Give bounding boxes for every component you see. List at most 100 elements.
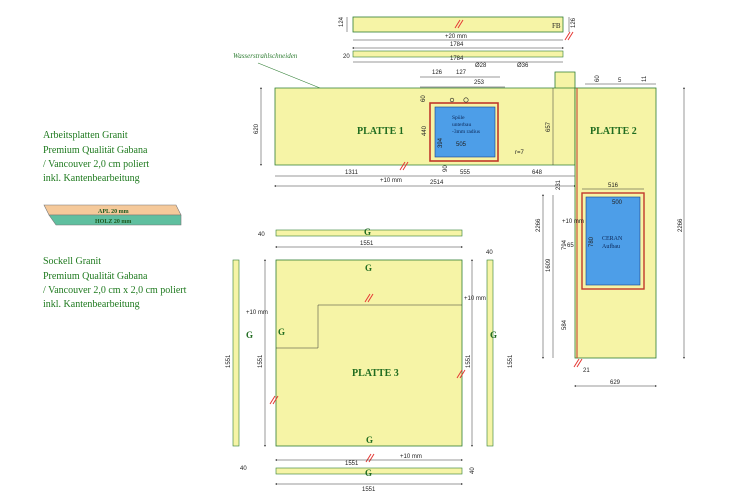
plinth-top bbox=[275, 229, 463, 237]
fb-plus20: +20 mm bbox=[445, 34, 467, 40]
dim-1551-right-inner: 1551 bbox=[466, 354, 472, 368]
dim-1551-right-outer: 1551 bbox=[508, 354, 514, 368]
dim-2514: 2514 bbox=[430, 180, 444, 186]
holz-layer-label: HOLZ 20 mm bbox=[95, 219, 131, 225]
dim-11: 11 bbox=[642, 75, 648, 82]
dim-1551-left-inner: 1551 bbox=[258, 354, 264, 368]
fb-dim-126: 126 bbox=[571, 17, 577, 28]
plate-2-cut-mark bbox=[573, 358, 583, 368]
plinth-bottom bbox=[275, 467, 463, 475]
sink-label-3: -3mm radius bbox=[452, 129, 480, 135]
fb-dim-1784: 1784 bbox=[450, 42, 464, 48]
ceran-cutout bbox=[585, 196, 641, 286]
tap-hole-36 bbox=[463, 97, 469, 103]
plate-1-plus10: +10 mm bbox=[380, 178, 402, 184]
ceran-outline bbox=[581, 192, 645, 290]
plate-1-panel bbox=[274, 71, 576, 166]
fb-dim-124: 124 bbox=[339, 16, 345, 27]
plinth-right-g: G bbox=[490, 330, 497, 340]
dim-40-right: 40 bbox=[486, 250, 493, 256]
r7-label: r=7 bbox=[515, 150, 525, 156]
dim-516: 516 bbox=[608, 183, 619, 189]
dim-1551-top: 1551 bbox=[360, 241, 374, 247]
plate-3-cut-mark-right bbox=[456, 369, 466, 379]
dim-505: 505 bbox=[456, 142, 467, 148]
plinth-note-line1: Sockell Granit bbox=[43, 256, 101, 267]
fb-edge-strip bbox=[352, 50, 564, 58]
ceran-label-1: CERAN bbox=[602, 236, 623, 242]
dim-40-left: 40 bbox=[240, 466, 247, 472]
dim-126: 126 bbox=[432, 70, 443, 76]
worktop-note-line2: Premium Qualität Gabana bbox=[43, 145, 148, 156]
fb-dim-20: 20 bbox=[343, 54, 350, 60]
dim-584: 584 bbox=[562, 319, 568, 330]
plate-3-label: PLATTE 3 bbox=[352, 368, 399, 379]
dim-d36: Ø36 bbox=[517, 63, 529, 69]
plate-3: G 40 1551 1551 G 40 1551 +10 mm PLATTE 3… bbox=[226, 227, 514, 493]
fb-cut-mark bbox=[454, 19, 464, 29]
dim-231: 231 bbox=[556, 179, 562, 190]
fb-dim-1784b: 1784 bbox=[450, 56, 464, 62]
plinth-material-note: Sockell Granit Premium Qualität Gabana /… bbox=[43, 256, 187, 310]
dim-65: 65 bbox=[567, 243, 574, 249]
dim-253: 253 bbox=[474, 80, 485, 86]
dim-127: 127 bbox=[456, 70, 467, 76]
dim-1551-bottom: 1551 bbox=[345, 461, 359, 467]
dim-2266-left: 2266 bbox=[536, 218, 542, 232]
fb-label: FB bbox=[552, 22, 561, 30]
ceran-label-2: Aufbau bbox=[602, 243, 620, 250]
plinth-note-line3: / Vancouver 2,0 cm x 2,0 cm poliert bbox=[43, 285, 187, 296]
dim-657: 657 bbox=[546, 121, 552, 132]
dim-d28: Ø28 bbox=[475, 63, 487, 69]
worktop-material-note: Arbeitsplatten Granit Premium Qualität G… bbox=[43, 130, 149, 184]
worktop-note-line3: / Vancouver 2,0 cm poliert bbox=[43, 159, 149, 170]
plinth-left bbox=[232, 259, 240, 447]
plinth-right bbox=[486, 259, 494, 447]
fb-strip-panel bbox=[352, 16, 564, 33]
dim-648: 648 bbox=[532, 170, 543, 176]
plate-3-split-line bbox=[276, 304, 462, 349]
dim-2266-right: 2266 bbox=[678, 218, 684, 232]
dim-40-top: 40 bbox=[258, 232, 265, 238]
sink-label-1: Spüle bbox=[452, 115, 465, 121]
plinth-note-line4: inkl. Kantenbearbeitung bbox=[43, 299, 140, 310]
sink-cutout bbox=[434, 106, 496, 158]
sink-label-2: unterbau bbox=[452, 122, 471, 128]
plate-3-cut-mark-left bbox=[269, 395, 279, 405]
plate-3-g-bottom: G bbox=[366, 435, 373, 445]
plinth-note-line2: Premium Qualität Gabana bbox=[43, 271, 148, 282]
dim-500: 500 bbox=[612, 200, 623, 206]
fb-cut-mark-right bbox=[564, 31, 574, 41]
plate-3-g-left: G bbox=[278, 327, 285, 337]
plinth-top-g: G bbox=[364, 227, 371, 237]
layer-legend: APL 20 mm HOLZ 20 mm bbox=[43, 204, 182, 226]
dim-555: 555 bbox=[460, 170, 471, 176]
dim-794: 794 bbox=[562, 239, 568, 250]
plate-2-label: PLATTE 2 bbox=[590, 126, 637, 137]
plinth-left-g: G bbox=[246, 330, 253, 340]
waterjet-leader bbox=[257, 62, 321, 89]
dim-60-right: 60 bbox=[595, 75, 601, 82]
plate-3-plus10-bottom: +10 mm bbox=[400, 454, 422, 460]
plinth-bottom-g: G bbox=[365, 468, 372, 478]
worktop-note-line1: Arbeitsplatten Granit bbox=[43, 130, 128, 141]
tap-hole-28 bbox=[449, 97, 455, 103]
plate-3-plus10-left: +10 mm bbox=[246, 310, 268, 316]
plate-1: Wasserstrahlschneiden PLATTE 1 Spüle unt… bbox=[233, 52, 576, 187]
dim-90: 90 bbox=[443, 165, 449, 172]
worktop-note-line4: inkl. Kantenbearbeitung bbox=[43, 173, 140, 184]
fb-strip: FB 124 126 +20 mm 1784 20 1784 bbox=[339, 16, 577, 63]
plate-3-g-top: G bbox=[365, 263, 372, 273]
plate-2: PLATTE 2 CERAN Aufbau 500 780 516 60 5 1… bbox=[536, 75, 685, 387]
dim-629: 629 bbox=[610, 380, 621, 386]
dim-440: 440 bbox=[422, 125, 428, 136]
dim-60: 60 bbox=[421, 95, 427, 102]
dim-1609: 1609 bbox=[546, 258, 552, 272]
plate-2-plus10: +10 mm bbox=[562, 219, 584, 225]
dim-620: 620 bbox=[254, 123, 260, 134]
dim-5: 5 bbox=[618, 78, 622, 84]
plate-3-panel bbox=[275, 259, 463, 447]
waterjet-label: Wasserstrahlschneiden bbox=[233, 52, 298, 60]
dim-1311: 1311 bbox=[345, 170, 359, 176]
